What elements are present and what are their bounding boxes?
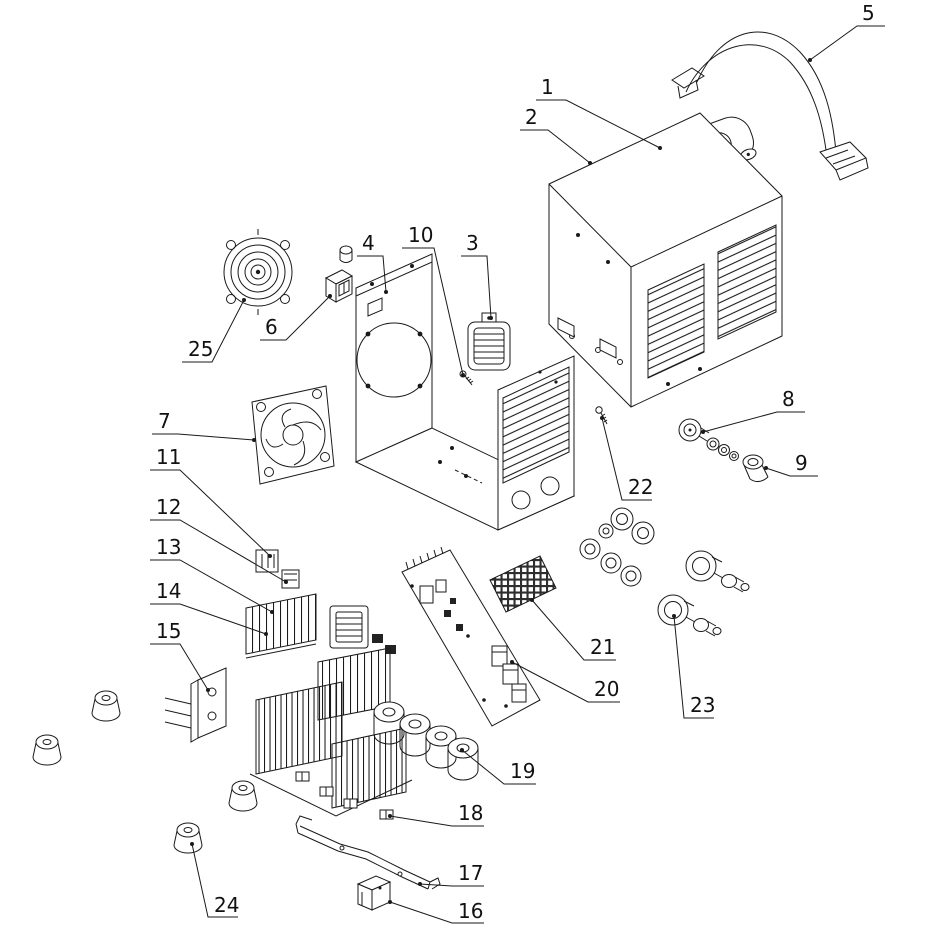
label-15: 15 (150, 619, 210, 692)
svg-text:7: 7 (158, 409, 171, 433)
svg-text:8: 8 (782, 387, 795, 411)
svg-text:24: 24 (214, 893, 239, 917)
power-board-assembly (164, 549, 413, 820)
svg-text:5: 5 (862, 1, 875, 25)
label-24: 24 (190, 842, 239, 918)
svg-text:6: 6 (265, 315, 278, 339)
part-19-capacitors (373, 701, 479, 781)
part-7-cooling-fan (251, 385, 335, 485)
svg-text:3: 3 (466, 231, 479, 255)
svg-text:1: 1 (541, 75, 554, 99)
label-3: 3 (461, 231, 493, 320)
svg-text:16: 16 (458, 899, 483, 923)
part-22-screw (595, 406, 608, 425)
label-1: 1 (536, 75, 662, 150)
part-9-control-knob (742, 454, 769, 483)
svg-text:9: 9 (795, 451, 808, 475)
washer-rings (579, 507, 655, 587)
label-5: 5 (808, 1, 885, 62)
label-23: 23 (672, 614, 715, 719)
label-6: 6 (260, 294, 332, 341)
part-18-clamps (295, 771, 394, 820)
svg-text:13: 13 (156, 535, 181, 559)
svg-text:10: 10 (408, 223, 433, 247)
label-12: 12 (150, 495, 288, 584)
svg-text:19: 19 (510, 759, 535, 783)
label-25: 25 (182, 298, 246, 363)
label-19: 19 (460, 748, 536, 785)
svg-text:4: 4 (362, 231, 375, 255)
label-20: 20 (510, 660, 620, 703)
label-13: 13 (150, 535, 274, 614)
label-17: 17 (418, 861, 484, 887)
svg-text:20: 20 (594, 677, 619, 701)
part-labels: 1 2 3 4 5 6 7 8 (150, 1, 885, 924)
svg-text:17: 17 (458, 861, 483, 885)
part-3-current-transformer (467, 312, 511, 371)
part-4-chassis-frame (354, 253, 576, 531)
label-11: 11 (150, 445, 272, 558)
label-2: 2 (520, 105, 592, 165)
label-18: 18 (388, 801, 484, 827)
part-24-rubber-feet (32, 690, 258, 854)
label-14: 14 (150, 579, 268, 636)
svg-text:22: 22 (628, 475, 653, 499)
part-5-shoulder-strap (671, 31, 869, 181)
part-8-potentiometer (678, 418, 739, 461)
svg-text:21: 21 (590, 635, 615, 659)
part-6-power-switch (324, 245, 354, 303)
part-17-connecting-bar (295, 815, 441, 890)
part-10-screw (459, 370, 474, 386)
part-16-terminal-block (356, 875, 392, 911)
label-4: 4 (357, 231, 388, 294)
svg-text:12: 12 (156, 495, 181, 519)
svg-text:18: 18 (458, 801, 483, 825)
label-22: 22 (600, 416, 653, 501)
part-2-outer-cover (548, 112, 783, 408)
label-8: 8 (701, 387, 805, 434)
svg-text:23: 23 (690, 693, 715, 717)
part-21-rectifier-bridge (489, 555, 557, 613)
label-9: 9 (764, 451, 818, 477)
part-23-output-sockets (657, 550, 750, 637)
label-10: 10 (402, 223, 465, 377)
svg-text:11: 11 (156, 445, 181, 469)
label-7: 7 (152, 409, 256, 442)
part-25-fan-guard (223, 229, 293, 315)
label-16: 16 (388, 899, 484, 924)
svg-text:2: 2 (525, 105, 538, 129)
label-21: 21 (530, 598, 616, 661)
svg-text:15: 15 (156, 619, 181, 643)
svg-text:14: 14 (156, 579, 181, 603)
part-20-circuit-board (401, 546, 541, 727)
svg-text:25: 25 (188, 337, 213, 361)
